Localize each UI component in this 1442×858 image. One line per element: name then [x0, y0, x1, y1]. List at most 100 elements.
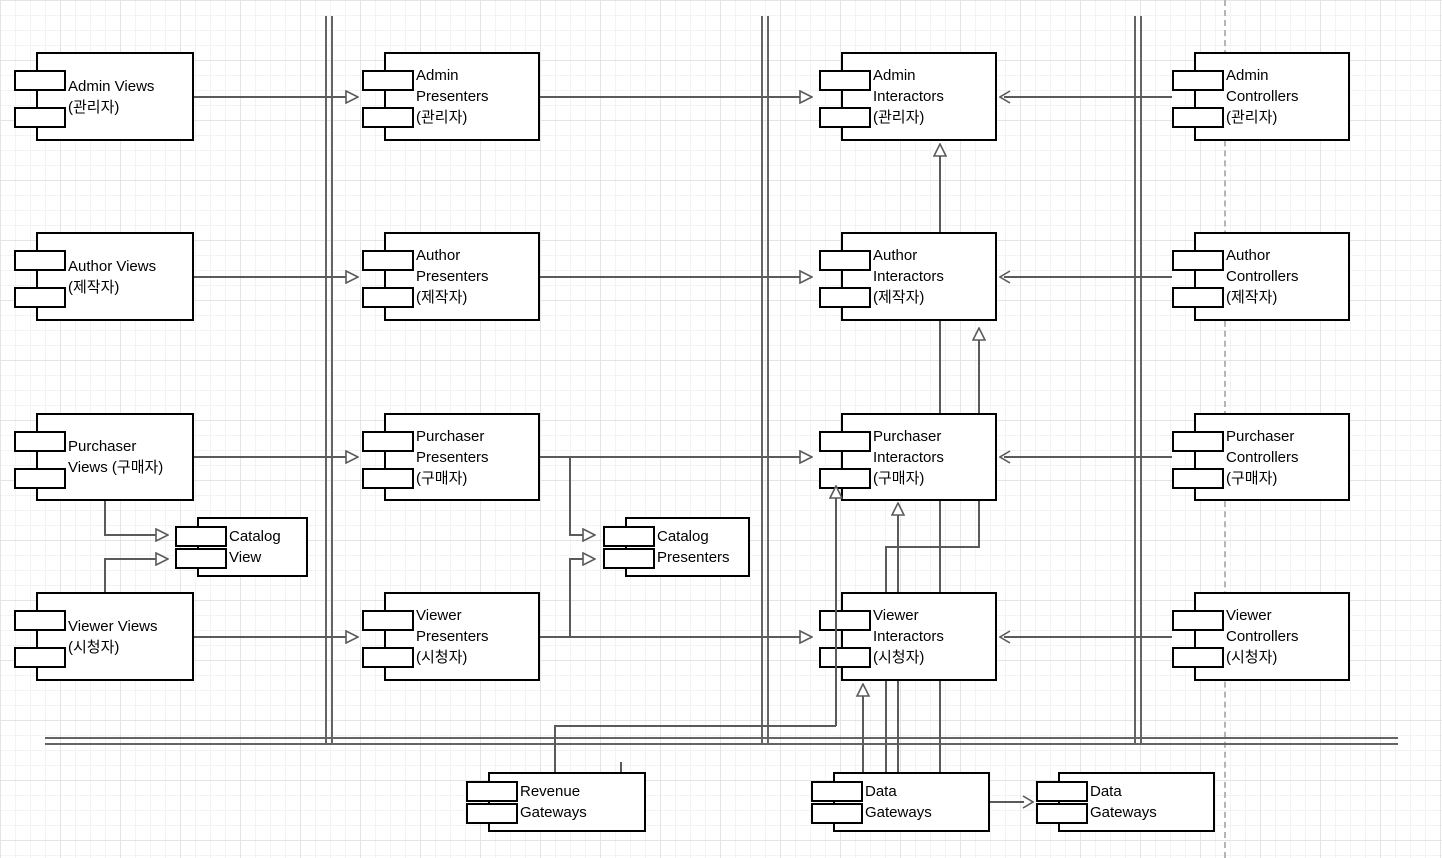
- edge-admin-controllers-to-admin-interactors: [1004, 96, 1172, 98]
- edge-viewer-views-to-catalog-view: [104, 558, 156, 560]
- label-line: Viewer: [873, 607, 919, 624]
- component-port-icon: [175, 548, 227, 569]
- component-port-icon: [14, 250, 66, 271]
- label-line: Viewer Views: [68, 617, 158, 635]
- component-port-icon: [1172, 468, 1224, 489]
- edge-arrowhead-viewer-presenters-to-catalog-presenters: [582, 552, 596, 566]
- edge-arrowhead-viewer-views-to-viewer-presenters: [345, 630, 359, 644]
- label-line: Admin: [873, 67, 916, 84]
- edge-purchaser-views-to-catalog-view: [104, 501, 106, 535]
- component-viewer-views[interactable]: Viewer Views(시청자): [14, 592, 194, 681]
- label-line: Gateways: [520, 804, 587, 821]
- edge-arrowhead-viewer-presenters-to-viewer-interactors: [799, 630, 813, 644]
- component-port-icon: [819, 647, 871, 668]
- label-line: Author: [1226, 247, 1271, 264]
- edge-arrowhead-viewer-controllers-to-viewer-interactors: [999, 630, 1011, 644]
- component-admin-views[interactable]: Admin Views(관리자): [14, 52, 194, 141]
- label-line: Purchaser: [68, 438, 137, 455]
- component-port-icon: [466, 803, 518, 824]
- component-port-icon: [1172, 647, 1224, 668]
- edge-revenue-gateways-to-purchaser-interactors: [554, 726, 556, 772]
- edge-arrowhead-author-views-to-author-presenters: [345, 270, 359, 284]
- component-port-icon: [819, 287, 871, 308]
- component-port-icon: [819, 107, 871, 128]
- edge-arrowhead-admin-controllers-to-admin-interactors: [999, 90, 1011, 104]
- label-line: View: [229, 549, 262, 566]
- label-line: (관리자): [68, 98, 120, 116]
- edge-arrowhead-author-presenters-to-author-interactors: [799, 270, 813, 284]
- edge-author-views-to-author-presenters: [194, 276, 346, 278]
- label-line: Controllers: [1226, 448, 1299, 466]
- label-line: Presenters: [416, 628, 489, 645]
- component-port-icon: [1172, 287, 1224, 308]
- edge-viewer-views-to-viewer-presenters: [194, 636, 346, 638]
- edge-viewer-controllers-to-viewer-interactors: [1004, 636, 1172, 638]
- component-port-icon: [1172, 250, 1224, 271]
- edge-arrowhead-purchaser-views-to-catalog-view: [155, 528, 169, 542]
- edge-arrowhead-admin-presenters-to-admin-interactors: [799, 90, 813, 104]
- label-line: Interactors: [873, 448, 944, 466]
- edge-arrowhead-revenue-gateways-to-purchaser-interactors: [829, 485, 843, 499]
- edge-arrowhead-admin-views-to-admin-presenters: [345, 90, 359, 104]
- component-port-icon: [14, 647, 66, 668]
- edge-arrowhead-purchaser-views-to-purchaser-presenters: [345, 450, 359, 464]
- connector-stub: [620, 762, 622, 772]
- edge-admin-presenters-to-admin-interactors: [540, 96, 800, 98]
- component-label: Author Views(제작자): [68, 234, 190, 319]
- label-line: Purchaser: [873, 427, 942, 445]
- label-line: (제작자): [68, 278, 120, 296]
- label-line: Purchaser: [416, 427, 485, 445]
- component-port-icon: [819, 250, 871, 271]
- label-line: (제작자): [1226, 289, 1278, 306]
- component-port-icon: [1036, 803, 1088, 824]
- edge-author-presenters-to-author-interactors: [540, 276, 800, 278]
- label-line: Catalog: [229, 528, 281, 545]
- edge-purchaser-views-to-catalog-view: [104, 534, 156, 536]
- component-port-icon: [603, 526, 655, 547]
- label-line: Controllers: [1226, 88, 1299, 105]
- edge-arrowhead-data-gateways-to-author-interactors: [972, 327, 986, 341]
- label-line: Author: [416, 247, 461, 264]
- edge-purchaser-presenters-to-catalog-presenters: [569, 534, 583, 536]
- label-line: Purchaser: [1226, 427, 1295, 445]
- edge-viewer-presenters-to-catalog-presenters: [569, 559, 571, 638]
- component-port-icon: [1172, 107, 1224, 128]
- label-line: Data: [865, 783, 897, 800]
- edge-arrowhead-data-gateways-to-data-gateways: [1022, 795, 1034, 809]
- component-author-views[interactable]: Author Views(제작자): [14, 232, 194, 321]
- component-port-icon: [819, 468, 871, 489]
- label-line: Revenue: [520, 783, 581, 800]
- edge-revenue-gateways-to-purchaser-interactors: [835, 498, 837, 726]
- component-port-icon: [819, 431, 871, 452]
- component-port-icon: [1172, 70, 1224, 91]
- layer-boundary-views-presenters: [325, 16, 333, 743]
- label-line: Interactors: [873, 628, 944, 645]
- component-port-icon: [14, 287, 66, 308]
- edge-data-gateways-to-author-interactors: [885, 546, 980, 548]
- edge-arrowhead-viewer-views-to-catalog-view: [155, 552, 169, 566]
